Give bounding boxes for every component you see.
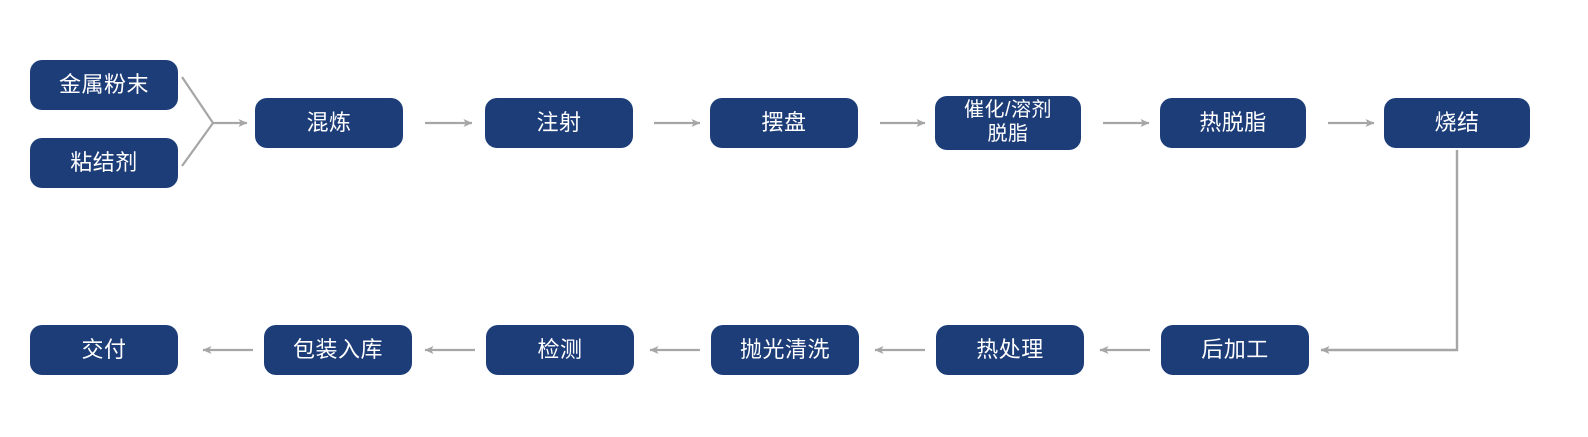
node-tray-loading[interactable]: 摆盘	[710, 98, 858, 148]
node-post-machining[interactable]: 后加工	[1161, 325, 1309, 375]
node-mixing[interactable]: 混炼	[255, 98, 403, 148]
node-polish-clean[interactable]: 抛光清洗	[711, 325, 859, 375]
node-packaging[interactable]: 包装入库	[264, 325, 412, 375]
node-metal-powder[interactable]: 金属粉末	[30, 60, 178, 110]
node-binder[interactable]: 粘结剂	[30, 138, 178, 188]
node-thermal-debinding[interactable]: 热脱脂	[1160, 98, 1306, 148]
connector-sintering-to-post	[1320, 150, 1459, 354]
node-injection[interactable]: 注射	[485, 98, 633, 148]
node-inspection[interactable]: 检测	[486, 325, 634, 375]
connector-merge-branch	[181, 76, 248, 167]
node-catalytic-solvent-debinding[interactable]: 催化/溶剂 脱脂	[935, 96, 1081, 150]
node-delivery[interactable]: 交付	[30, 325, 178, 375]
node-heat-treatment[interactable]: 热处理	[936, 325, 1084, 375]
node-sintering[interactable]: 烧结	[1384, 98, 1530, 148]
